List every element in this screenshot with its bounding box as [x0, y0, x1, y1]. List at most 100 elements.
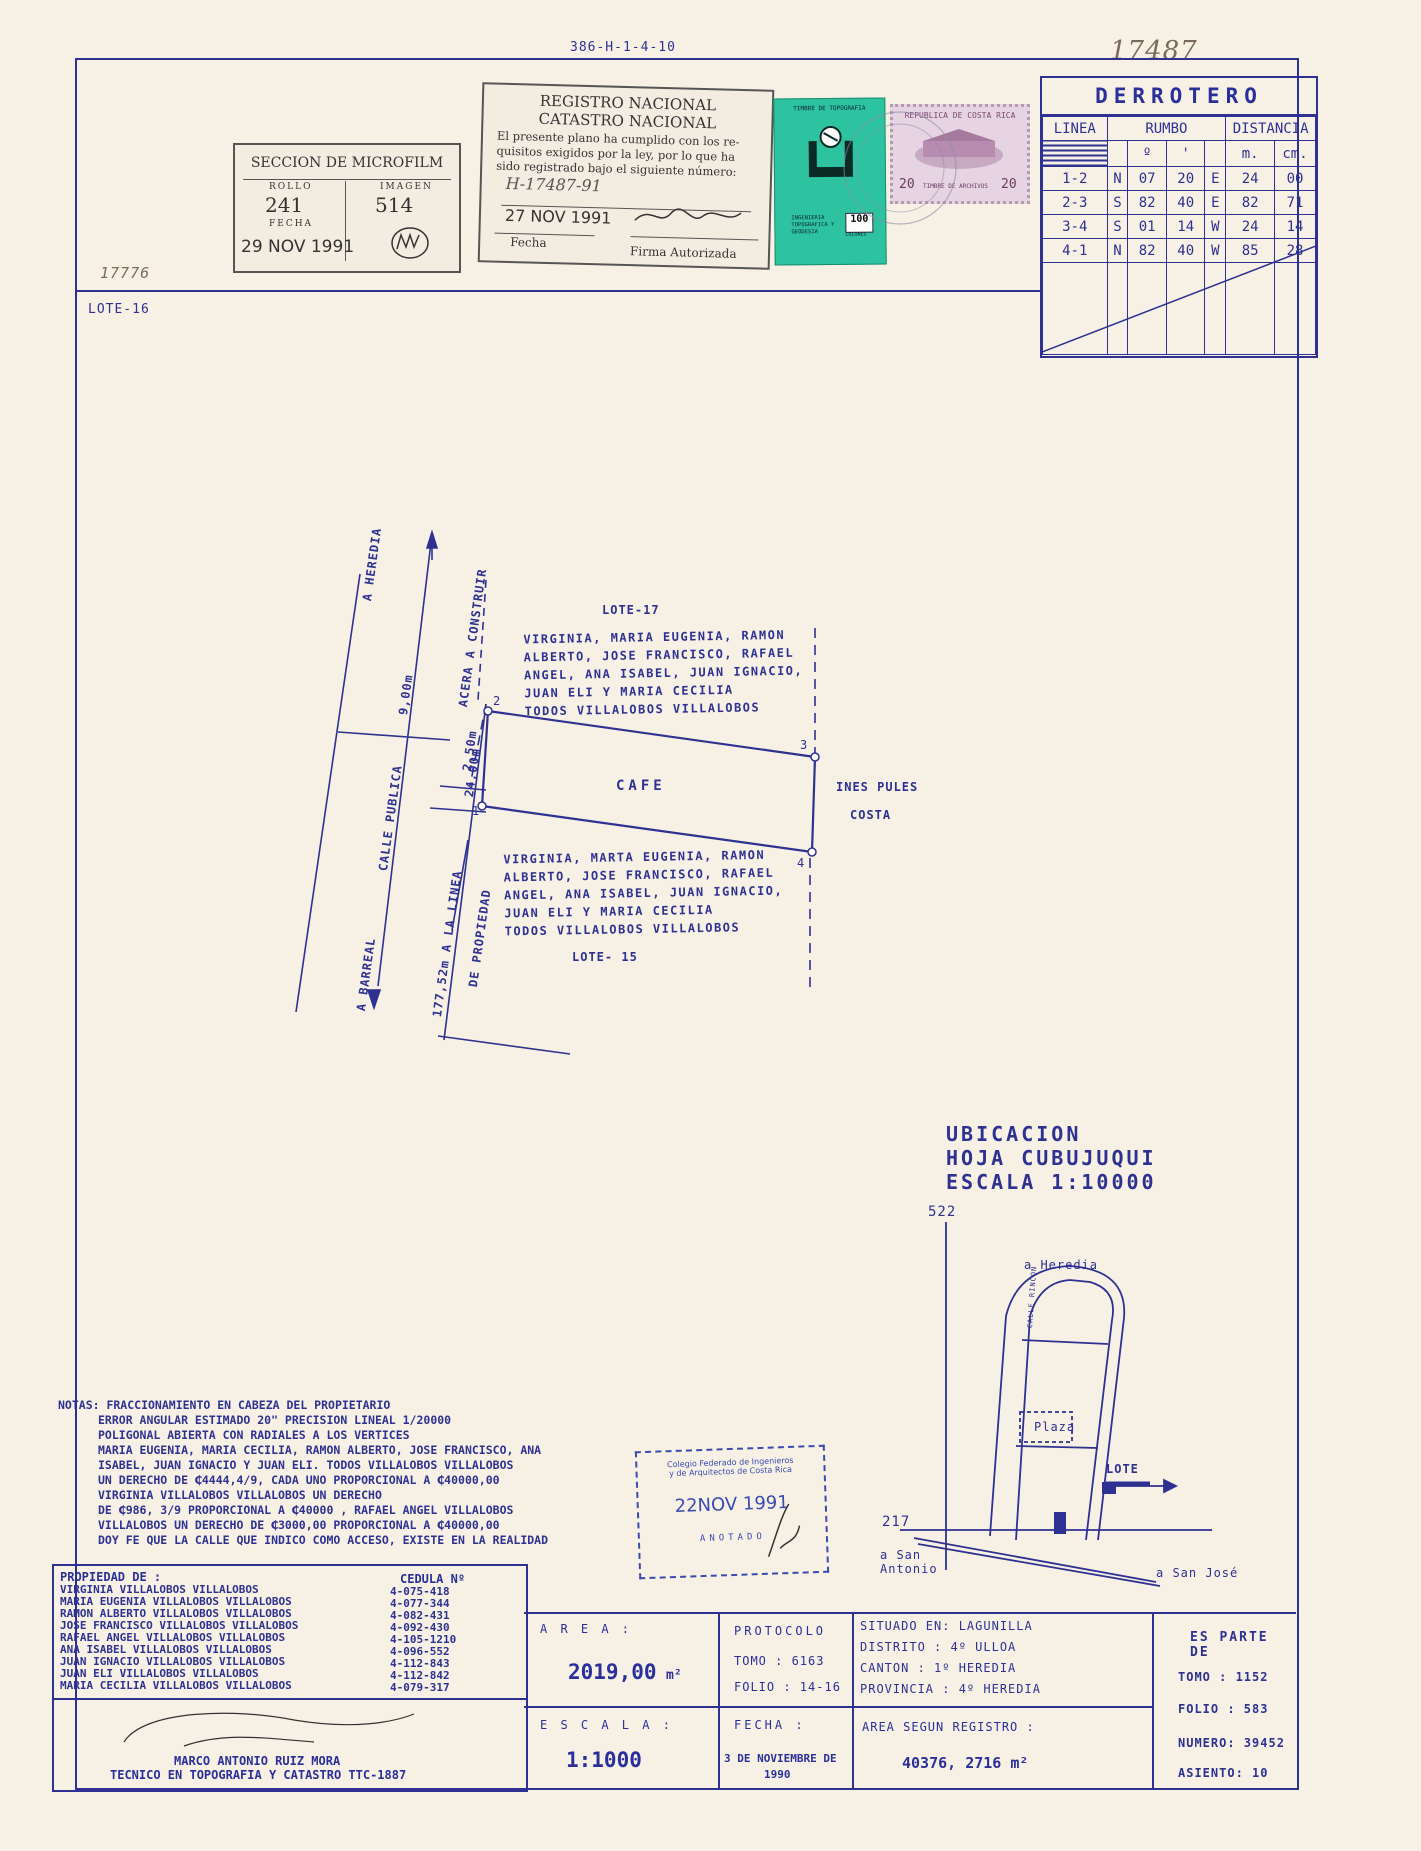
owner-cedula: 4-096-552	[390, 1645, 450, 1658]
fecha-label: FECHA	[269, 219, 314, 229]
imagen-label: IMAGEN	[380, 182, 433, 192]
timbre-topografia-stamp: TIMBRE DE TOPOGRAFIA INGENIERIA TOPOGRAF…	[773, 97, 887, 266]
postage-value-right: 20	[1001, 177, 1017, 192]
vertex-2: 2	[493, 694, 502, 708]
header-rumbo: RUMBO	[1106, 116, 1227, 141]
tecnico-signature	[123, 1712, 415, 1747]
situado-provincia: PROVINCIA : 4º HEREDIA	[860, 1682, 1041, 1696]
row-min: 40	[1165, 190, 1206, 215]
colegio-stamp: Colegio Federado de Ingenieros y de Arqu…	[634, 1444, 830, 1580]
note-line: UN DERECHO DE ₵4444,4/9, CADA UNO PROPOR…	[98, 1473, 500, 1487]
owner-name: MARIA EUGENIA VILLALOBOS VILLALOBOS	[60, 1595, 292, 1608]
postage-value-left: 20	[899, 177, 915, 192]
derrotero-title: DERROTERO	[1042, 78, 1316, 116]
notes-block: NOTAS: FRACCIONAMIENTO EN CABEZA DEL PRO…	[58, 1398, 548, 1548]
derrotero-row: 4-1 N 82 40 W 85 28	[1042, 238, 1316, 263]
area-registro-label: AREA SEGUN REGISTRO :	[862, 1720, 1035, 1734]
registro-stamp: REGISTRO NACIONAL CATASTRO NACIONAL El p…	[477, 82, 775, 270]
row-cm: 28	[1274, 238, 1316, 263]
es-parte-numero: NUMERO: 39452	[1178, 1736, 1285, 1750]
map-plaza-label: Plaza	[1034, 1420, 1076, 1434]
tecnico-title: TECNICO EN TOPOGRAFIA Y CATASTRO TTC-188…	[110, 1768, 407, 1782]
es-parte-box: ES PARTE DE TOMO : 1152 FOLIO : 583 NUME…	[1154, 1614, 1294, 1788]
owner-cedula: 4-105-1210	[390, 1633, 457, 1646]
microfilm-initials-signature	[391, 227, 429, 259]
lote16-label: LOTE-16	[88, 302, 150, 317]
handwritten-number: 17487	[1110, 36, 1198, 66]
note-line: NOTAS: FRACCIONAMIENTO EN CABEZA DEL PRO…	[58, 1398, 391, 1412]
postage-label: TIMBRE DE ARCHIVOS	[923, 183, 989, 190]
map-lote-label: LOTE	[1106, 1462, 1139, 1476]
ubicacion-line2: HOJA CUBUJUQUI	[946, 1146, 1157, 1170]
derrotero-row: 3-4 S 01 14 W 24 14	[1042, 214, 1316, 239]
note-line: ISABEL, JUAN IGNACIO Y JUAN ELI. TODOS V…	[98, 1458, 514, 1472]
owner-name: RAMON ALBERTO VILLALOBOS VILLALOBOS	[60, 1607, 292, 1620]
tecnico-name: MARCO ANTONIO RUIZ MORA	[174, 1754, 341, 1768]
es-parte-asiento: ASIENTO: 10	[1178, 1766, 1269, 1780]
note-line: POLIGONAL ABIERTA CON RADIALES A LOS VER…	[98, 1428, 410, 1442]
microfilm-title: SECCION DE MICROFILM	[250, 155, 444, 171]
lote17-label: LOTE-17	[602, 603, 660, 617]
note-line: ERROR ANGULAR ESTIMADO 20" PRECISION LIN…	[98, 1413, 452, 1427]
derrotero-row: 1-2 N 07 20 E 24 00	[1042, 166, 1316, 191]
ines-pules-label: INES PULES	[836, 780, 919, 794]
row-line: 3-4	[1042, 214, 1108, 239]
area-registro-box: AREA SEGUN REGISTRO : 40376, 2716 m²	[856, 1708, 1152, 1788]
costa-label: COSTA	[850, 808, 892, 822]
postage-stamp: REPUBLICA DE COSTA RICA 20 TIMBRE DE ARC…	[890, 104, 1030, 204]
lote15-label: LOTE- 15	[572, 950, 638, 964]
owner-name: MARIA CECILIA VILLALOBOS VILLALOBOS	[60, 1679, 292, 1692]
owner-cedula: 4-112-843	[390, 1657, 450, 1670]
owner-name: VIRGINIA VILLALOBOS VILLALOBOS	[60, 1583, 259, 1596]
header-minutes: '	[1165, 140, 1206, 167]
owner-cedula: 4-112-842	[390, 1669, 450, 1682]
fecha-value-2: 1990	[764, 1768, 791, 1781]
propiedad-box: PROPIEDAD DE : CEDULA Nº VIRGINIA VILLAL…	[52, 1564, 528, 1792]
rollo-label: ROLLO	[269, 182, 313, 192]
row-cm: 71	[1274, 190, 1316, 215]
colegio-signature	[767, 1503, 801, 1558]
row-cm: 14	[1274, 214, 1316, 239]
ubicacion-line3: ESCALA 1:10000	[946, 1170, 1157, 1194]
derrotero-row: 2-3 S 82 40 E 82 71	[1042, 190, 1316, 215]
map-san-antonio-label-1: a San	[880, 1548, 922, 1562]
es-parte-tomo: TOMO : 1152	[1178, 1670, 1269, 1684]
microfilm-stamp: SECCION DE MICROFILM ROLLO IMAGEN 241 51…	[233, 143, 461, 273]
note-line: VILLALOBOS UN DERECHO DE ₵3000,00 PROPOR…	[98, 1518, 500, 1532]
header-divider	[75, 290, 1041, 292]
owner-cedula: 4-075-418	[390, 1585, 450, 1598]
owner-name: JUAN ELI VILLALOBOS VILLALOBOS	[60, 1667, 259, 1680]
postage-country: REPUBLICA DE COSTA RICA	[904, 111, 1016, 120]
derrotero-table: DERROTERO LINEA RUMBO DISTANCIA º ' m. c…	[1040, 76, 1318, 358]
ubicacion-heading: UBICACION HOJA CUBUJUQUI ESCALA 1:10000	[946, 1122, 1157, 1194]
fecha-value-1: 3 DE NOVIEMBRE DE	[724, 1752, 837, 1765]
note-line: DE ₵986, 3/9 PROPORCIONAL A ₵40000 , RAF…	[98, 1503, 514, 1517]
map-san-jose-label: a San José	[1156, 1566, 1239, 1580]
row-line: 2-3	[1042, 190, 1108, 215]
owner-name: RAFAEL ANGEL VILLALOBOS VILLALOBOS	[60, 1631, 286, 1644]
situado-distrito: DISTRITO : 4º ULLOA	[860, 1640, 1017, 1654]
imagen-value: 514	[375, 193, 414, 217]
owner-cedula: 4-079-317	[390, 1681, 450, 1694]
propiedad-title: PROPIEDAD DE :	[60, 1570, 162, 1584]
row-deg: 07	[1127, 166, 1167, 191]
map-san-antonio-label-2: Antonio	[880, 1562, 938, 1576]
owner-cedula: 4-077-344	[390, 1597, 450, 1610]
protocolo-tomo: TOMO : 6163	[734, 1654, 825, 1668]
area-value: 2019,00	[568, 1660, 657, 1684]
row-deg: 82	[1127, 238, 1167, 263]
handwritten-side-number: 17776	[100, 264, 151, 282]
row-m: 24	[1225, 166, 1276, 191]
area-unit: m²	[666, 1668, 682, 1683]
protocolo-box: PROTOCOLO TOMO : 6163 FOLIO : 14-16	[720, 1614, 852, 1706]
situado-canton: CANTON : 1º HEREDIA	[860, 1661, 1017, 1675]
protocolo-folio: FOLIO : 14-16	[734, 1680, 841, 1694]
rollo-value: 241	[265, 193, 304, 217]
header-linea: LINEA	[1042, 116, 1108, 141]
ubicacion-line1: UBICACION	[946, 1122, 1082, 1146]
escala-value: 1:1000	[566, 1748, 642, 1772]
note-line: VIRGINIA VILLALOBOS VILLALOBOS UN DERECH…	[98, 1488, 382, 1502]
row-min: 40	[1165, 238, 1206, 263]
